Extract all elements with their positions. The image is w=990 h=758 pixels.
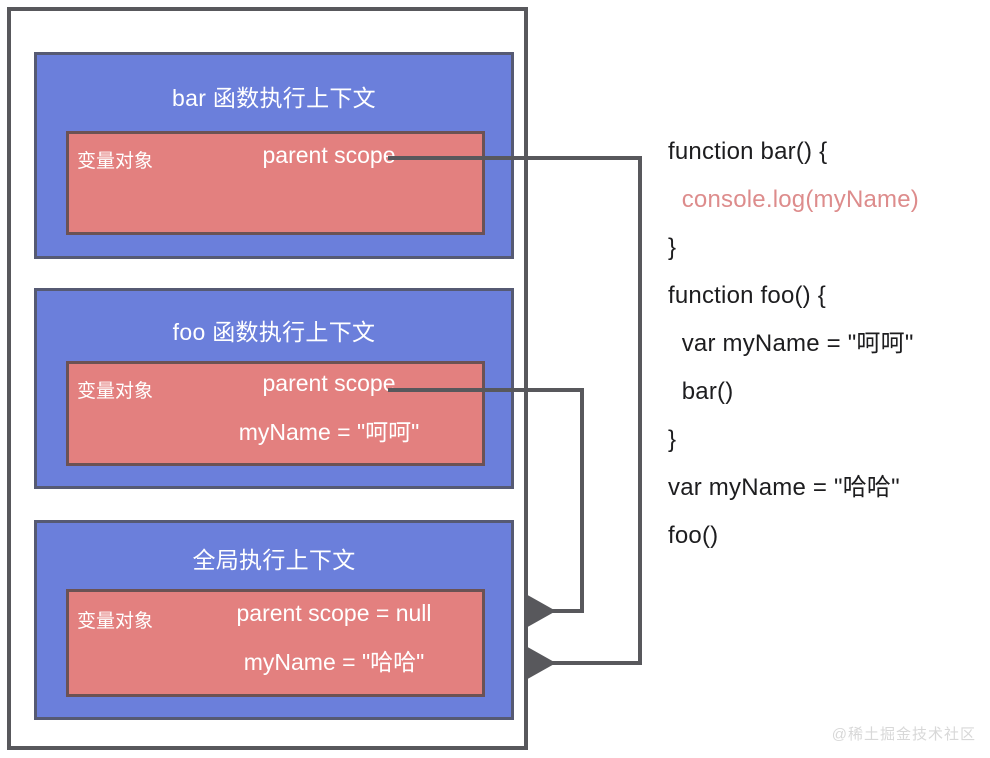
variable-object-bar-label: 变量对象 xyxy=(77,151,154,172)
variable-object-foo-label: 变量对象 xyxy=(77,381,154,402)
code-line-8: foo() xyxy=(668,522,719,549)
variable-object-global: 变量对象 parent scope = null myName = "哈哈" xyxy=(66,589,485,697)
code-line-3: function foo() { xyxy=(668,282,826,309)
execution-context-bar: bar 函数执行上下文 变量对象 parent scope xyxy=(34,52,514,259)
execution-context-foo-title: foo 函数执行上下文 xyxy=(172,319,376,345)
code-line-7: var myName = "哈哈" xyxy=(668,474,900,501)
variable-object-global-entry-0: parent scope = null xyxy=(236,600,432,626)
code-line-4: var myName = "呵呵" xyxy=(668,330,914,357)
execution-context-foo: foo 函数执行上下文 变量对象 parent scope myName = "… xyxy=(34,288,514,489)
code-line-6: } xyxy=(668,426,677,453)
code-line-1: console.log(myName) xyxy=(668,186,919,213)
code-line-2: } xyxy=(668,234,677,261)
variable-object-bar-entry-0: parent scope xyxy=(262,142,396,168)
watermark: @稀土掘金技术社区 xyxy=(831,726,976,743)
execution-context-bar-title: bar 函数执行上下文 xyxy=(172,85,376,111)
variable-object-global-entry-1: myName = "哈哈" xyxy=(243,649,425,675)
variable-object-foo: 变量对象 parent scope myName = "呵呵" xyxy=(66,361,485,466)
code-line-5: bar() xyxy=(668,378,734,405)
variable-object-global-label: 变量对象 xyxy=(77,611,154,632)
code-line-0: function bar() { xyxy=(668,138,828,165)
execution-context-global: 全局执行上下文 变量对象 parent scope = null myName … xyxy=(34,520,514,720)
execution-context-global-title: 全局执行上下文 xyxy=(192,547,356,573)
variable-object-bar: 变量对象 parent scope xyxy=(66,131,485,235)
variable-object-foo-entry-1: myName = "呵呵" xyxy=(238,419,420,445)
code-snippet: function bar() { console.log(myName) } f… xyxy=(668,128,980,560)
variable-object-foo-entry-0: parent scope xyxy=(262,370,396,396)
